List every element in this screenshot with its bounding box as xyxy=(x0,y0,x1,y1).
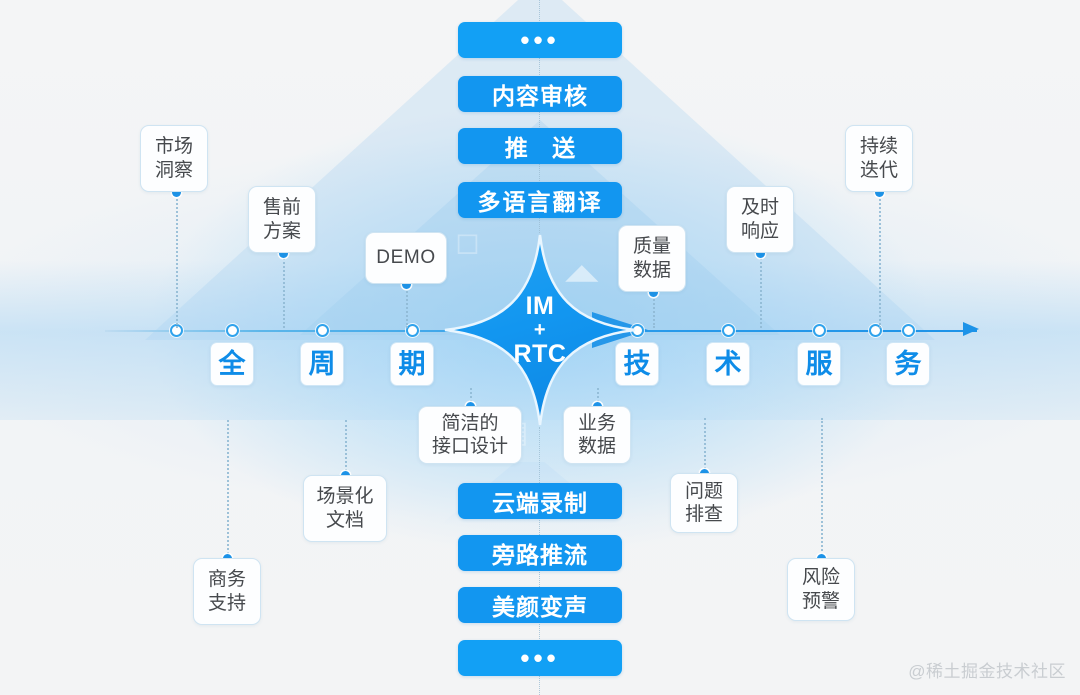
card-simple-api[interactable]: 简洁的 接口设计 xyxy=(418,406,522,464)
card-timely-response[interactable]: 及时 响应 xyxy=(726,186,794,253)
card-issue-triage[interactable]: 问题 排查 xyxy=(670,473,738,533)
connector-dot xyxy=(278,248,288,258)
card-presales-plan[interactable]: 售前 方案 xyxy=(248,186,316,253)
connector-line xyxy=(821,418,823,558)
feature-pill-bottom-3[interactable]: ••• xyxy=(458,640,622,676)
connector-line xyxy=(597,388,599,406)
timeline-node-dot xyxy=(721,324,735,337)
timeline-chip-6[interactable]: 务 xyxy=(886,342,930,386)
connector-line xyxy=(345,420,347,475)
connector-line xyxy=(704,418,706,473)
card-continuous-iteration[interactable]: 持续 迭代 xyxy=(845,125,913,192)
card-business-data[interactable]: 业务 数据 xyxy=(563,406,631,464)
feature-pill-top-2[interactable]: 推 送 xyxy=(458,128,622,164)
core-star-shape xyxy=(444,234,636,426)
timeline-node-dot xyxy=(225,324,239,337)
connector-line xyxy=(176,192,178,328)
card-risk-alert[interactable]: 风险 预警 xyxy=(787,558,855,621)
timeline-chip-3[interactable]: 技 xyxy=(615,342,659,386)
timeline-node-dot xyxy=(812,324,826,337)
card-market-insight[interactable]: 市场 洞察 xyxy=(140,125,208,192)
card-quality-data[interactable]: 质量 数据 xyxy=(618,225,686,292)
connector-line xyxy=(283,253,285,328)
timeline-chip-0[interactable]: 全 xyxy=(210,342,254,386)
timeline-chip-2[interactable]: 期 xyxy=(390,342,434,386)
connector-dot xyxy=(171,187,181,197)
card-business-support[interactable]: 商务 支持 xyxy=(193,558,261,625)
connector-dot xyxy=(874,187,884,197)
connector-dot xyxy=(401,279,411,289)
center-guide-top xyxy=(539,0,540,233)
connector-line xyxy=(760,253,762,328)
timeline-node-dot xyxy=(868,324,882,337)
feature-pill-top-3[interactable]: 多语言翻译 xyxy=(458,182,622,218)
watermark-text: @稀土掘金技术社区 xyxy=(908,662,1066,681)
timeline-chip-4[interactable]: 术 xyxy=(706,342,750,386)
feature-pill-bottom-0[interactable]: 云端录制 xyxy=(458,483,622,519)
feature-pill-bottom-2[interactable]: 美颜变声 xyxy=(458,587,622,623)
connector-line xyxy=(470,388,472,406)
timeline-node-dot xyxy=(405,324,419,337)
connector-line xyxy=(653,292,655,328)
feature-pill-top-0[interactable]: ••• xyxy=(458,22,622,58)
connector-dot xyxy=(755,248,765,258)
timeline-node-dot xyxy=(901,324,915,337)
connector-line xyxy=(406,284,408,328)
connector-dot xyxy=(648,287,658,297)
timeline-chip-1[interactable]: 周 xyxy=(300,342,344,386)
card-demo[interactable]: DEMO xyxy=(365,232,447,284)
timeline-arrow-head xyxy=(963,322,979,336)
feature-pill-bottom-1[interactable]: 旁路推流 xyxy=(458,535,622,571)
timeline-node-dot xyxy=(315,324,329,337)
feature-pill-top-1[interactable]: 内容审核 xyxy=(458,76,622,112)
card-scenario-docs[interactable]: 场景化 文档 xyxy=(303,475,387,542)
connector-line xyxy=(879,192,881,328)
timeline-chip-5[interactable]: 服 xyxy=(797,342,841,386)
connector-line xyxy=(227,420,229,558)
